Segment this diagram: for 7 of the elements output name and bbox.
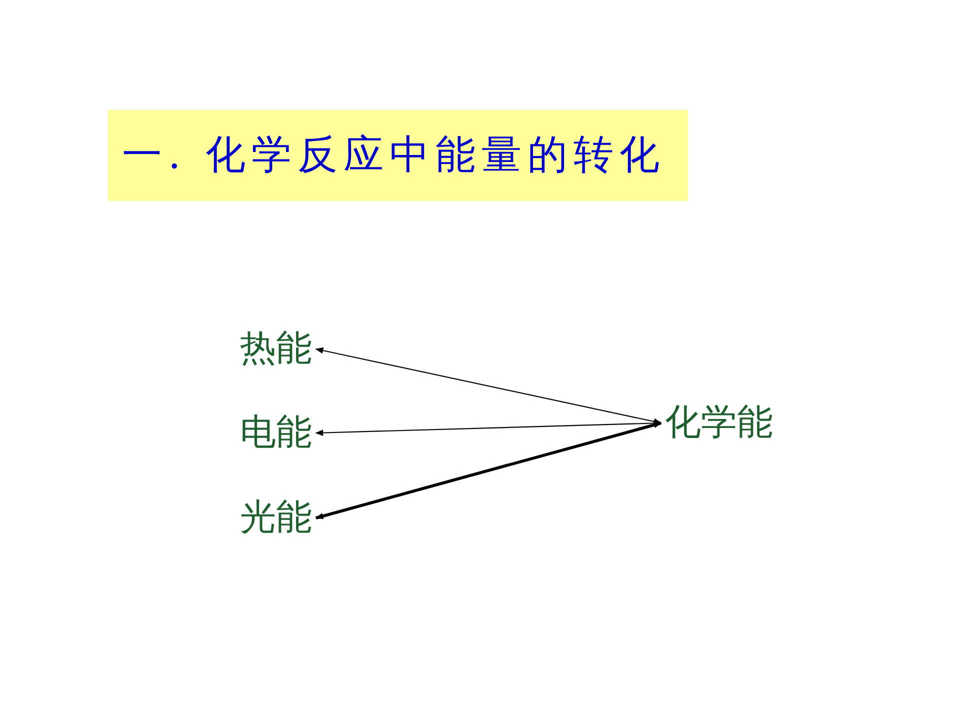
double-arrow (315, 347, 662, 425)
energy-label: 光能 (240, 497, 312, 539)
energy-label: 化学能 (665, 402, 773, 444)
title-banner: 一. 化学反应中能量的转化 (108, 110, 688, 201)
double-arrow (315, 422, 662, 520)
energy-label: 电能 (240, 412, 312, 454)
energy-label: 热能 (240, 328, 312, 370)
